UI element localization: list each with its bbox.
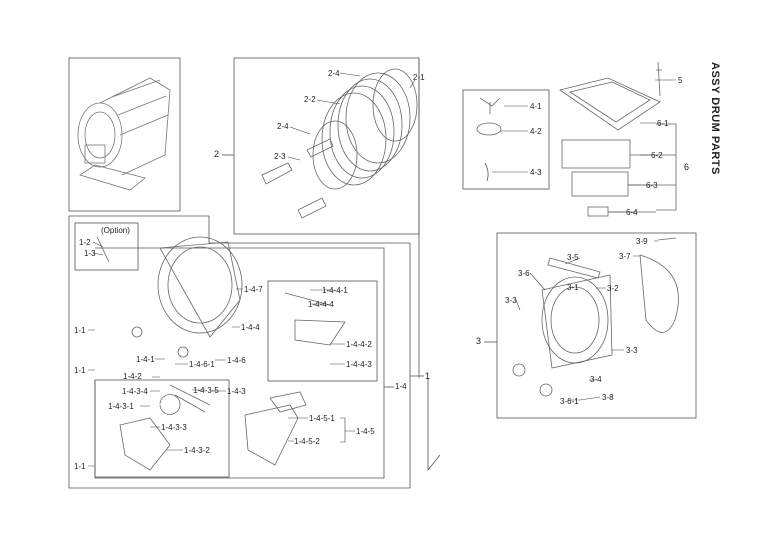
front-panel-3 — [512, 237, 679, 397]
option-note: (Option) — [101, 226, 130, 235]
front-bearing-1-4 — [96, 236, 346, 471]
label-1-4-3-2: 1-4-3-2 — [184, 446, 210, 455]
label-3-8: 3-8 — [602, 393, 614, 402]
label-1-4-4-2: 1-4-4-2 — [346, 340, 372, 349]
label-1-1-b: 1-1 — [74, 366, 86, 375]
label-3-6-1: 3-6-1 — [560, 397, 579, 406]
label-3-6-a: 3-6 — [518, 269, 530, 278]
overview-frame — [68, 57, 181, 212]
label-4-3: 4-3 — [530, 168, 542, 177]
label-6-4: 6-4 — [626, 208, 638, 217]
group-2-frame — [233, 57, 420, 235]
label-6: 6 — [684, 162, 690, 172]
label-2-1: 2-1 — [413, 73, 425, 82]
group-3-frame — [496, 232, 697, 419]
group-1-4-4-frame — [267, 280, 378, 382]
label-1-4: 1-4 — [395, 382, 407, 391]
page-title: ASSY DRUM PARTS — [709, 62, 721, 175]
label-3-1: 3-1 — [567, 283, 579, 292]
label-3-4: 3-4 — [590, 375, 602, 384]
label-1-4-3: 1-4-3 — [227, 387, 246, 396]
label-4-2: 4-2 — [530, 127, 542, 136]
group-1-frame — [68, 215, 411, 489]
label-1-3: 1-3 — [84, 249, 96, 258]
label-1-4-3-4: 1-4-3-4 — [122, 387, 148, 396]
leader-lines — [88, 72, 676, 467]
label-1-4-1: 1-4-1 — [136, 355, 155, 364]
label-5: 5 — [678, 76, 683, 85]
label-1-2: 1-2 — [79, 238, 91, 247]
label-6-1: 6-1 — [657, 119, 669, 128]
hose-parts-4 — [476, 97, 502, 182]
label-1-4-5: 1-4-5 — [356, 427, 375, 436]
label-4-1: 4-1 — [530, 102, 542, 111]
label-1-1-c: 1-1 — [74, 462, 86, 471]
label-1-4-4-4: 1-4-4-4 — [308, 300, 334, 309]
label-2-3: 2-3 — [274, 152, 286, 161]
label-1-4-2: 1-4-2 — [123, 372, 142, 381]
connector-1 — [418, 58, 441, 472]
label-6-2: 6-2 — [651, 151, 663, 160]
label-1-1-a: 1-1 — [74, 326, 86, 335]
label-3-9: 3-9 — [636, 237, 648, 246]
option-frame — [74, 222, 139, 271]
label-6-3: 6-3 — [646, 181, 658, 190]
label-2-4-mid: 2-4 — [277, 122, 289, 131]
drum-overview-sketch — [77, 77, 171, 191]
label-1-4-5-1: 1-4-5-1 — [309, 414, 335, 423]
label-3-2: 3-2 — [607, 284, 619, 293]
label-3: 3 — [476, 336, 482, 346]
drum-assembly-2 — [261, 68, 418, 219]
group-1-4-3-frame — [94, 379, 230, 478]
label-2: 2 — [214, 149, 220, 159]
label-2-2: 2-2 — [304, 95, 316, 104]
label-1-4-4: 1-4-4 — [241, 323, 260, 332]
group-4-frame — [462, 89, 550, 190]
label-1-4-7: 1-4-7 — [244, 285, 263, 294]
label-3-3-b: 3-3 — [626, 346, 638, 355]
label-1-4-6-1: 1-4-6-1 — [189, 360, 215, 369]
label-1: 1 — [425, 371, 431, 381]
filter-parts-6 — [559, 61, 677, 217]
label-1-4-4-3: 1-4-4-3 — [346, 360, 372, 369]
label-2-4-top: 2-4 — [328, 69, 340, 78]
label-1-4-3-1: 1-4-3-1 — [108, 402, 134, 411]
label-1-4-5-2: 1-4-5-2 — [294, 437, 320, 446]
label-1-4-6: 1-4-6 — [227, 356, 246, 365]
label-3-5: 3-5 — [567, 253, 579, 262]
label-3-3-a: 3-3 — [505, 296, 517, 305]
label-1-4-4-1: 1-4-4-1 — [322, 286, 348, 295]
label-1-4-3-5: 1-4-3-5 — [193, 386, 219, 395]
label-1-4-3-3: 1-4-3-3 — [161, 423, 187, 432]
label-3-7: 3-7 — [619, 252, 631, 261]
